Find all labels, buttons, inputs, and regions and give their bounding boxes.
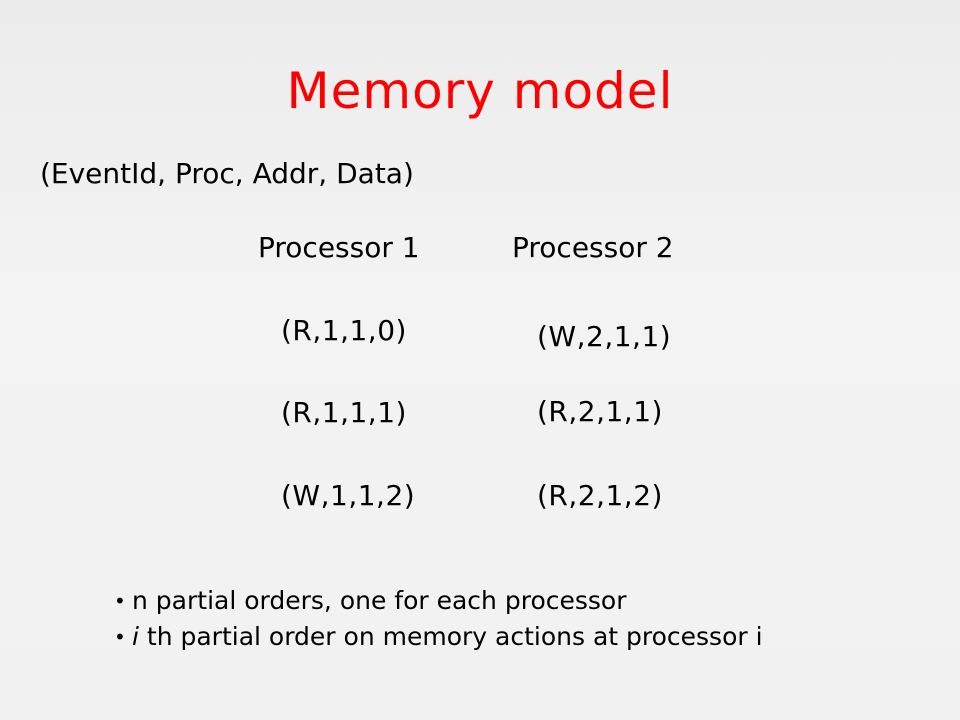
slide-title: Memory model xyxy=(286,62,674,120)
processor-1-event: (R,1,1,0) xyxy=(281,314,407,347)
bullet-text: th partial order on memory actions at pr… xyxy=(138,622,763,651)
processor-2-header: Processor 2 xyxy=(512,231,674,264)
bullet-text: partial orders, one for each processor xyxy=(147,586,627,615)
processor-1-event: (W,1,1,2) xyxy=(281,479,416,512)
bullet-lead: n xyxy=(132,586,148,615)
processor-2-event: (R,2,1,2) xyxy=(537,479,663,512)
bullet-item: • i th partial order on memory actions a… xyxy=(112,619,763,655)
processor-2-event: (W,2,1,1) xyxy=(537,320,672,353)
bullet-list: • n partial orders, one for each process… xyxy=(112,583,763,655)
bullet-dot-icon: • xyxy=(114,589,126,613)
processor-1-header: Processor 1 xyxy=(258,231,420,264)
processor-2-event: (R,2,1,1) xyxy=(537,395,663,428)
bullet-item: • n partial orders, one for each process… xyxy=(112,583,763,619)
bullet-dot-icon: • xyxy=(114,625,126,649)
processor-1-event: (R,1,1,1) xyxy=(281,396,407,429)
bullet-lead: i xyxy=(132,622,139,651)
tuple-format-label: (EventId, Proc, Addr, Data) xyxy=(40,157,414,190)
